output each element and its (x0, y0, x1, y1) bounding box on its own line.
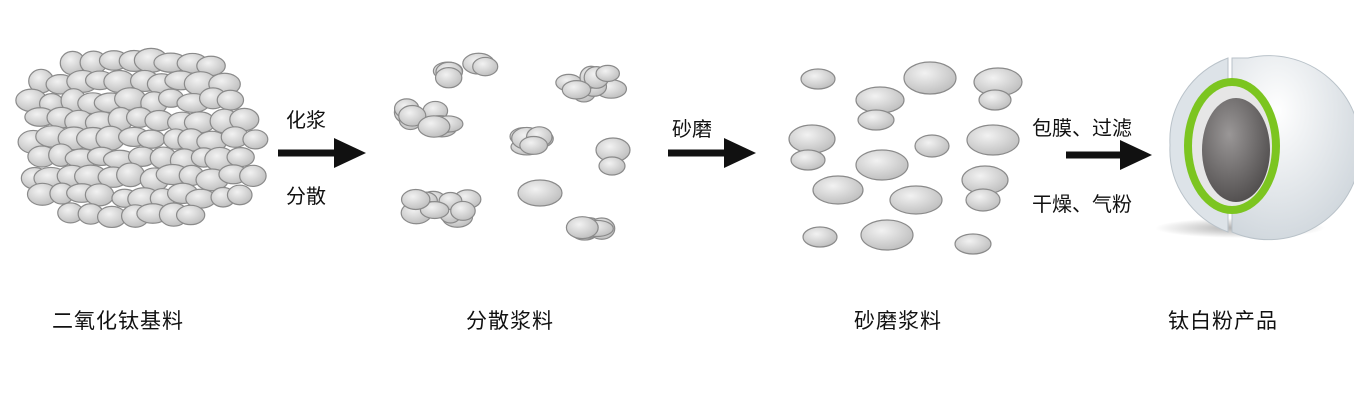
particle (788, 124, 836, 154)
particle (216, 89, 245, 111)
particle (472, 56, 499, 77)
particle (903, 61, 957, 95)
particle (812, 175, 864, 205)
stage-1-label: 二氧化钛基料 (52, 309, 184, 333)
particle (565, 216, 599, 240)
particle (802, 226, 838, 248)
particle (226, 184, 253, 206)
particle (242, 129, 269, 150)
arrow-1-bottom-label: 分散 (286, 184, 326, 208)
particle (398, 104, 427, 127)
stage-4-label: 钛白粉产品 (1168, 309, 1278, 333)
arrow-3-top-label: 包膜、过滤 (1032, 116, 1132, 140)
arrow-2 (668, 138, 756, 168)
arrow-3 (1066, 140, 1152, 170)
particle (400, 188, 431, 211)
particle (966, 124, 1020, 156)
particle (434, 67, 463, 89)
arrow-1 (278, 138, 366, 168)
dispersed-slurry-illustration (393, 52, 631, 241)
particle (800, 68, 836, 90)
particle (175, 204, 206, 226)
arrow-2-top-label: 砂磨 (672, 117, 712, 141)
particle (914, 134, 950, 158)
particle (226, 147, 255, 168)
arrow-1-top-label: 化浆 (286, 108, 326, 132)
particle (790, 149, 826, 171)
particle (239, 164, 267, 188)
stage-2-label: 分散浆料 (466, 309, 554, 333)
particle (857, 109, 895, 131)
arrow-3-bottom-label: 干燥、气粉 (1032, 192, 1132, 216)
particle (855, 86, 905, 114)
particle (889, 185, 943, 215)
particle (417, 115, 451, 138)
particle (598, 156, 626, 176)
particle (116, 162, 146, 188)
stage-3-label: 砂磨浆料 (854, 309, 942, 333)
particle (561, 79, 592, 100)
particle (137, 129, 166, 149)
particle (965, 188, 1001, 212)
particle (595, 64, 620, 83)
titanium-dioxide-base-illustration (15, 47, 269, 229)
particle (954, 233, 992, 255)
particle (84, 183, 115, 207)
core-particle (1202, 98, 1270, 202)
particle (978, 89, 1012, 111)
particle (517, 179, 563, 207)
particle (519, 135, 549, 155)
particle (855, 149, 909, 181)
particle (450, 200, 476, 221)
coated-particle-illustration (1155, 55, 1354, 241)
particle (860, 219, 914, 251)
milled-slurry-illustration (788, 61, 1023, 255)
